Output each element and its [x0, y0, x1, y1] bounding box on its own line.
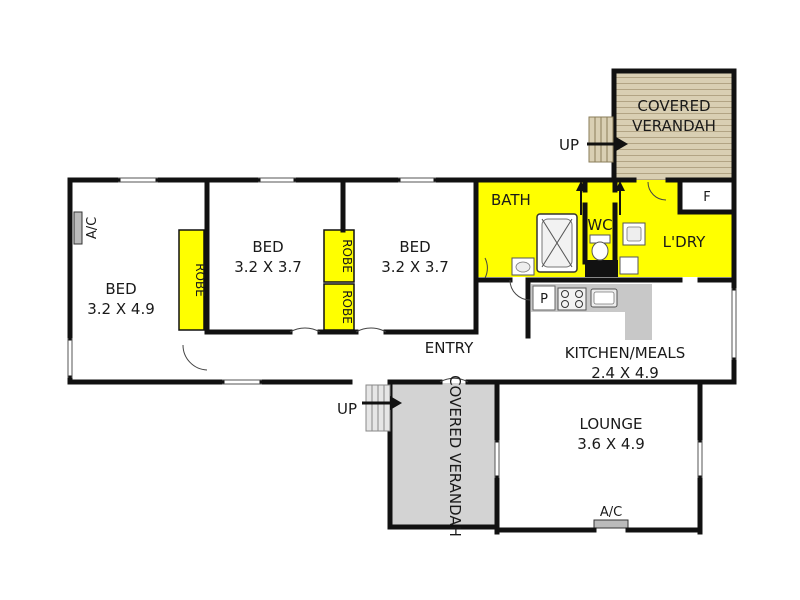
bed3-label: BED: [399, 238, 430, 256]
ac-unit-bed: [73, 211, 83, 245]
front-verandah-label: COVERED VERANDAH: [446, 375, 464, 537]
ac-bed-label: A/C: [85, 217, 100, 239]
bath-tub: [536, 213, 578, 273]
rear-verandah-label-1: COVERED: [637, 97, 710, 115]
robe-lower-fill: [323, 283, 355, 331]
robe-bed1-fill: [178, 229, 205, 331]
robe-upper-fill: [323, 229, 355, 283]
ac-lounge-label: A/C: [600, 505, 622, 520]
front-stairs-arrow: [362, 396, 402, 410]
laundry-basin: [619, 256, 639, 275]
bed1-label: BED: [105, 280, 136, 298]
lounge-size: 3.6 X 4.9: [577, 435, 645, 453]
bed3-size: 3.2 X 3.7: [381, 258, 449, 276]
bath-label: BATH: [491, 191, 531, 209]
bath-vanity: [511, 257, 535, 276]
wc-arrows: [576, 181, 625, 215]
door-swings: [182, 181, 667, 383]
robe-bed1-label: ROBE: [193, 263, 207, 297]
pantry-label: P: [540, 292, 548, 307]
front-verandah-slab: [390, 383, 495, 527]
laundry-label: L'DRY: [663, 233, 706, 251]
rear-stairs-up-label: UP: [559, 136, 579, 154]
front-stairs-up-label: UP: [337, 400, 357, 418]
rear-verandah-border: [611, 68, 737, 180]
bed2-label: BED: [252, 238, 283, 256]
rear-verandah-label-2: VERANDAH: [632, 117, 716, 135]
rear-stairs: [588, 116, 614, 163]
toilet: [589, 234, 611, 261]
front-stairs: [365, 384, 391, 432]
robe-lower-label: ROBE: [340, 290, 354, 324]
cooktop: [557, 287, 587, 311]
robe-upper-label: ROBE: [340, 239, 354, 273]
kitchen-label: KITCHEN/MEALS: [565, 344, 686, 362]
pantry-box: [532, 285, 556, 311]
fridge-label: F: [703, 190, 710, 205]
kitchen-size: 2.4 X 4.9: [591, 364, 659, 382]
entry-label: ENTRY: [425, 339, 474, 357]
wc-label: WC: [587, 216, 612, 234]
wc-cistern-recess: [585, 260, 618, 277]
laundry-fridge-space: [680, 182, 732, 210]
rear-verandah-deck: [614, 71, 734, 180]
bed2-size: 3.2 X 3.7: [234, 258, 302, 276]
bed1-size: 3.2 X 4.9: [87, 300, 155, 318]
kitchen-sink: [590, 288, 618, 308]
laundry-tub: [622, 222, 646, 246]
rear-stairs-arrow: [587, 137, 628, 151]
windows: [67, 177, 737, 478]
ac-unit-lounge: [593, 519, 629, 529]
walls: [67, 177, 737, 535]
lounge-label: LOUNGE: [580, 415, 643, 433]
